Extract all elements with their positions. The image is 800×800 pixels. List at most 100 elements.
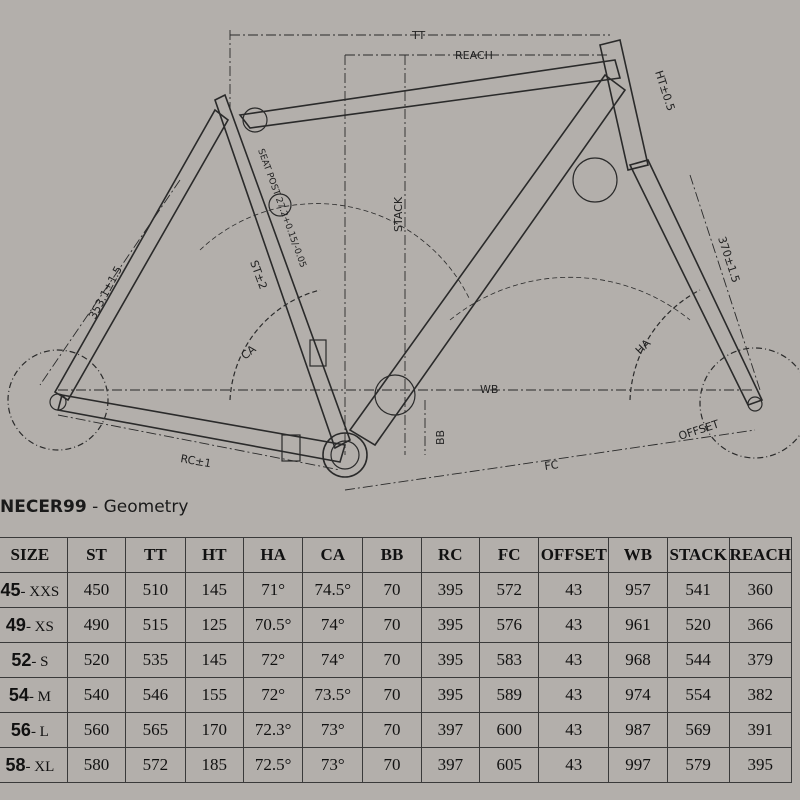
cell-bb: 70 <box>362 572 422 608</box>
cell-tt: 565 <box>125 712 186 748</box>
cell-offset: 43 <box>538 607 610 643</box>
cell-wb: 997 <box>608 747 668 783</box>
column-header-stack: STACK <box>666 537 730 573</box>
label-rc: RC±1 <box>179 452 212 470</box>
cell-offset: 43 <box>538 747 610 783</box>
size-label: - XS <box>25 618 54 635</box>
size-label: - M <box>28 688 51 705</box>
cell-rc: 397 <box>420 712 481 748</box>
cell-ht: 185 <box>184 747 244 783</box>
cell-ha: 71° <box>242 572 304 608</box>
cell-fc: 605 <box>479 747 540 783</box>
size-cell: 56- L <box>0 712 68 748</box>
column-header-wb: WB <box>608 537 668 573</box>
column-header-offset: OFFSET <box>538 537 610 573</box>
title-suffix: - Geometry <box>86 497 189 517</box>
cell-ha: 70.5° <box>242 607 304 643</box>
cell-ca: 73° <box>302 747 364 783</box>
rear-wheel-outline <box>7 349 109 451</box>
column-header-ht: HT <box>184 537 244 573</box>
size-number: 49 <box>5 614 26 635</box>
cell-ht: 125 <box>184 607 244 643</box>
column-header-rc: RC <box>420 537 481 573</box>
cell-bb: 70 <box>362 712 422 748</box>
cell-rc: 395 <box>420 642 481 678</box>
cell-fc: 600 <box>479 712 540 748</box>
cell-fc: 576 <box>479 607 540 643</box>
cell-wb: 968 <box>608 642 668 678</box>
size-number: 45 <box>0 579 21 600</box>
label-ca: CA <box>239 342 259 362</box>
cell-fc: 589 <box>479 677 540 713</box>
size-cell: 52- S <box>0 642 68 678</box>
cell-stack: 554 <box>666 677 730 713</box>
front-wheel-outline <box>699 347 800 459</box>
label-offset: OFFSET <box>677 417 721 442</box>
cell-offset: 43 <box>538 677 610 713</box>
cell-stack: 520 <box>666 607 730 643</box>
cell-rc: 395 <box>420 677 481 713</box>
cell-ca: 74.5° <box>302 572 364 608</box>
size-label: - L <box>30 723 49 740</box>
cell-bb: 70 <box>362 607 422 643</box>
cell-offset: 43 <box>538 642 610 678</box>
cell-wb: 987 <box>608 712 668 748</box>
cell-rc: 395 <box>420 607 481 643</box>
label-stack: STACK <box>392 196 405 232</box>
label-fc: FC <box>544 458 560 473</box>
cell-tt: 510 <box>125 572 186 608</box>
cell-st: 580 <box>66 747 127 783</box>
cell-ha: 72.3° <box>242 712 304 748</box>
size-label: - S <box>31 653 49 670</box>
column-header-reach: REACH <box>728 537 793 573</box>
cell-ca: 73.5° <box>302 677 364 713</box>
cell-ca: 74° <box>302 642 364 678</box>
cell-tt: 572 <box>125 747 186 783</box>
cell-stack: 569 <box>666 712 730 748</box>
cell-reach: 382 <box>728 677 793 713</box>
size-cell: 54- M <box>0 677 68 713</box>
cell-ht: 170 <box>184 712 244 748</box>
cell-st: 540 <box>66 677 127 713</box>
column-header-ha: HA <box>242 537 304 573</box>
cell-stack: 579 <box>666 747 730 783</box>
column-header-bb: BB <box>362 537 422 573</box>
cell-st: 560 <box>66 712 127 748</box>
cell-wb: 961 <box>608 607 668 643</box>
cell-stack: 544 <box>666 642 730 678</box>
size-label: - XXS <box>20 583 60 600</box>
cell-tt: 535 <box>125 642 186 678</box>
label-ha: HA <box>633 336 654 357</box>
label-reach: REACH <box>455 49 493 62</box>
column-header-fc: FC <box>479 537 540 573</box>
label-st: ST±2 <box>247 259 269 292</box>
cell-rc: 397 <box>420 747 481 783</box>
size-number: 54 <box>8 684 29 705</box>
frame-geometry-drawing: TT REACH STACK HT±0.5 370±1.5 353.1±1.5 … <box>7 29 800 491</box>
cell-reach: 391 <box>728 712 793 748</box>
size-number: 58 <box>5 754 26 775</box>
size-cell: 45- XXS <box>0 572 68 608</box>
cell-ht: 145 <box>184 642 244 678</box>
size-number: 52 <box>11 649 32 670</box>
cell-tt: 515 <box>125 607 186 643</box>
cell-reach: 379 <box>728 642 793 678</box>
cell-ca: 74° <box>302 607 364 643</box>
cell-wb: 974 <box>608 677 668 713</box>
cell-offset: 43 <box>538 572 610 608</box>
size-cell: 49- XS <box>0 607 68 643</box>
cell-st: 490 <box>66 607 127 643</box>
label-wb: WB <box>480 383 498 396</box>
label-tt: TT <box>411 29 426 42</box>
label-bb: BB <box>434 430 447 445</box>
label-seatstay: 353.1±1.5 <box>86 264 125 321</box>
cell-fc: 572 <box>479 572 540 608</box>
page-title: NECER99 - Geometry <box>0 497 188 517</box>
column-header-size: SIZE <box>0 537 68 573</box>
cell-reach: 360 <box>728 572 793 608</box>
